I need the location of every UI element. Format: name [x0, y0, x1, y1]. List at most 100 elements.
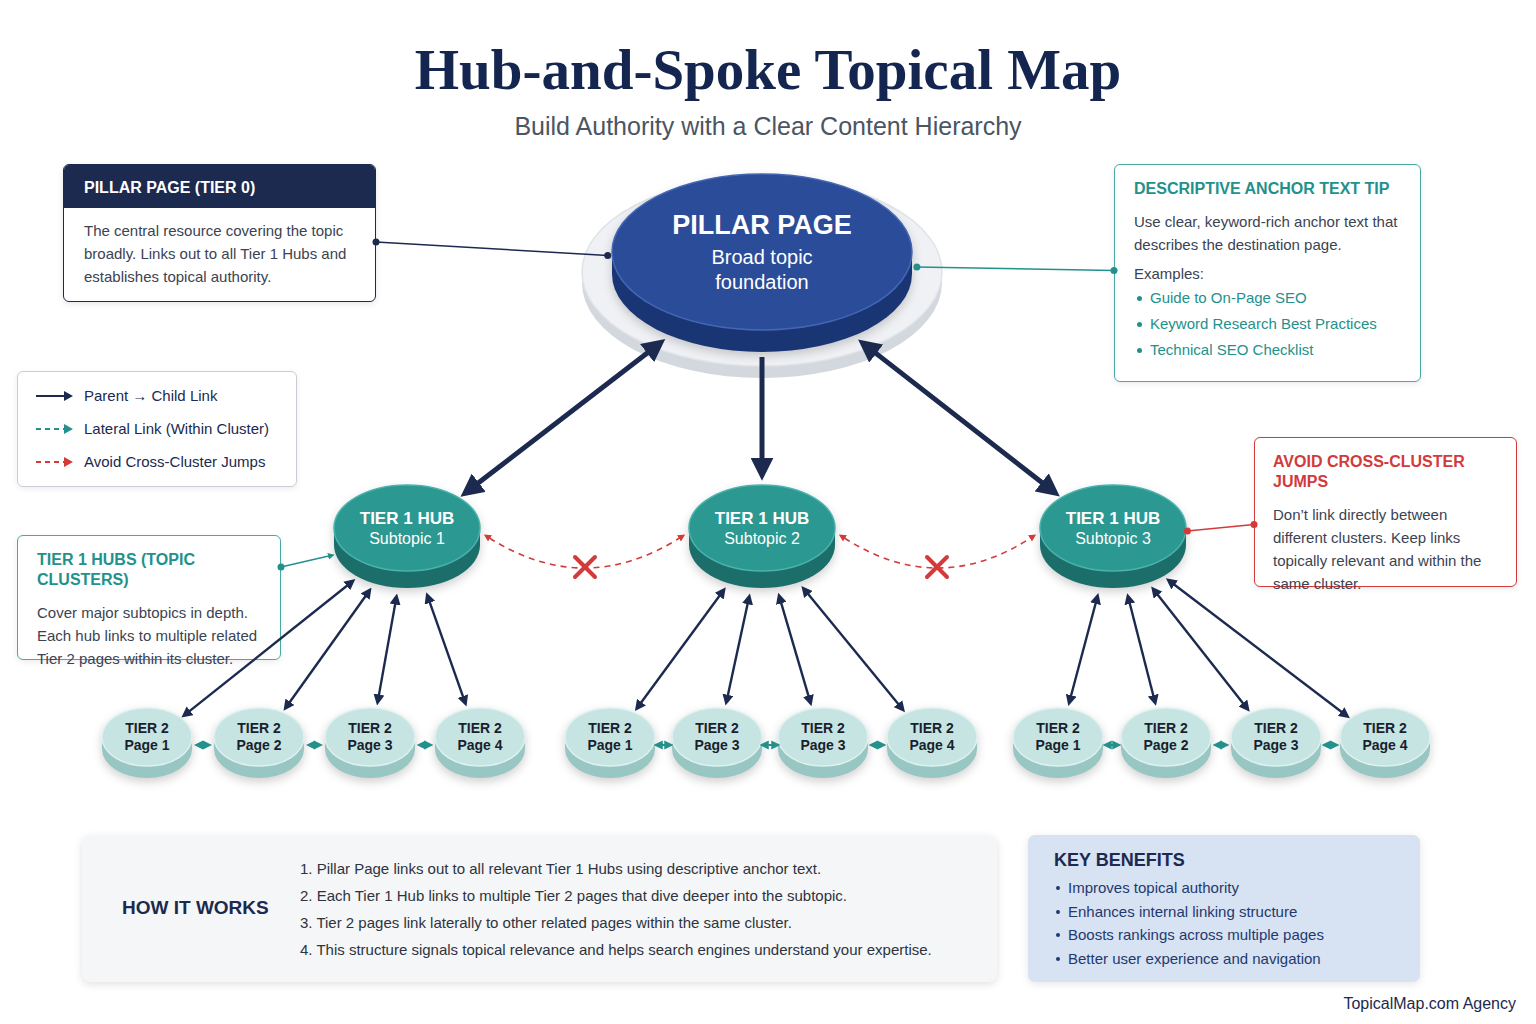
disc-label: TIER 2Page 2: [213, 706, 305, 768]
body-text: The central resource covering the topic …: [64, 208, 375, 299]
leader-dot: [373, 239, 380, 246]
page-text: TIER 2: [588, 720, 632, 737]
page-disc: TIER 2Page 3: [671, 706, 763, 784]
connector-group: [189, 239, 1342, 745]
hub-disc: TIER 1 HUBSubtopic 1: [332, 483, 482, 593]
page-disc: TIER 2Page 1: [1012, 706, 1104, 784]
hub-disc: TIER 1 HUBSubtopic 3: [1038, 483, 1188, 593]
disc-top: [1013, 708, 1103, 766]
legend-entry: Parent → Child Link: [34, 386, 217, 406]
link-arrow: [379, 603, 396, 695]
link-arrow: [1130, 603, 1154, 696]
disc-top: [778, 708, 868, 766]
legend-label: Avoid Cross-Cluster Jumps: [84, 452, 265, 472]
list-item: 4. This structure signals topical releva…: [300, 936, 985, 963]
list-item: Keyword Research Best Practices: [1134, 311, 1401, 337]
link-arrow: [844, 538, 1030, 568]
step-list: 1. Pillar Page links out to all relevant…: [300, 836, 985, 982]
page-text: Page 4: [909, 737, 954, 754]
subtitle-text: Subtopic 2: [724, 529, 800, 549]
list-item: 1. Pillar Page links out to all relevant…: [300, 855, 985, 882]
disc-top: [1040, 485, 1186, 571]
disc-label: TIER 2Page 3: [777, 706, 869, 768]
heading-text: HOW IT WORKS: [122, 896, 269, 920]
link-arrow: [781, 602, 809, 696]
link-arrow: [1174, 584, 1342, 712]
warning-box: AVOID CROSS-CLUSTER JUMPSDon’t link dire…: [1254, 437, 1517, 587]
disc-label: TIER 2Page 4: [1339, 706, 1431, 768]
callout-box: PILLAR PAGE (TIER 0)The central resource…: [63, 164, 376, 302]
page-text: Page 2: [236, 737, 281, 754]
link-arrow: [477, 352, 649, 484]
legend-entry: Avoid Cross-Cluster Jumps: [34, 452, 265, 472]
legend-line: [36, 461, 65, 463]
link-arrow: [424, 744, 426, 746]
page-disc: TIER 2Page 1: [101, 706, 193, 784]
disc-label: TIER 2Page 1: [564, 706, 656, 768]
disc-label: TIER 2Page 4: [886, 706, 978, 768]
page-disc: TIER 2Page 4: [1339, 706, 1431, 784]
link-arrow: [202, 744, 204, 746]
link-arrow: [662, 744, 665, 746]
subtitle-text: Subtopic 3: [1075, 529, 1151, 549]
disc-top: [672, 708, 762, 766]
page-text: Page 1: [587, 737, 632, 754]
page-text: Page 1: [124, 737, 169, 754]
page-disc: TIER 2Page 3: [777, 706, 869, 784]
forbidden-mark: [575, 557, 595, 577]
forbidden-mark: [927, 557, 947, 577]
list-item: Technical SEO Checklist: [1134, 337, 1401, 363]
disc-label: TIER 1 HUBSubtopic 2: [687, 483, 837, 573]
link-arrow: [808, 594, 899, 705]
heading-text: PILLAR PAGE (TIER 0): [64, 165, 375, 208]
legend-arrow-head: [64, 457, 73, 467]
steps-panel: HOW IT WORKS 1. Pillar Page links out to …: [82, 836, 997, 982]
link-arrow: [728, 603, 748, 696]
hub-disc: TIER 1 HUBSubtopic 2: [687, 483, 837, 593]
disc-top: [102, 708, 192, 766]
footer-note: TopicalMap.com Agency: [1343, 994, 1516, 1014]
page-disc: TIER 2Page 2: [1120, 706, 1212, 784]
page-text: TIER 2: [695, 720, 739, 737]
disc-top: [565, 708, 655, 766]
link-arrow: [1330, 744, 1331, 746]
legend-line: [36, 395, 65, 397]
list-item: Boosts rankings across multiple pages: [1054, 923, 1394, 947]
disc-top: [612, 174, 912, 330]
link-arrow: [760, 357, 765, 460]
link-arrow: [1157, 594, 1243, 704]
legend-line-sample: [34, 389, 74, 403]
disc-top: [325, 708, 415, 766]
link-arrow: [1111, 744, 1113, 746]
link-arrow: [489, 538, 679, 568]
list-item: Better user experience and navigation: [1054, 947, 1394, 971]
legend-label: Lateral Link (Within Cluster): [84, 419, 269, 439]
leader-dot: [1251, 521, 1258, 528]
heading-text: TIER 1 HUB: [715, 508, 809, 529]
tip-box: TIER 1 HUBS (TOPIC CLUSTERS)Cover major …: [17, 535, 281, 660]
disc-label: TIER 2Page 3: [1230, 706, 1322, 768]
pillar-disc: PILLAR PAGEBroad topic foundation: [607, 172, 917, 357]
leader-dot: [604, 252, 611, 259]
list-item: 2. Each Tier 1 Hub links to multiple Tie…: [300, 882, 985, 909]
disc-top: [435, 708, 525, 766]
disc-top: [1231, 708, 1321, 766]
link-arrow: [641, 595, 720, 703]
leader-dot: [1184, 527, 1191, 534]
page-text: Page 3: [800, 737, 845, 754]
heading-text: TIER 1 HUBS (TOPIC CLUSTERS): [37, 550, 261, 590]
link-arrow: [189, 585, 347, 711]
link-arrow: [768, 744, 772, 746]
disc-label: TIER 2Page 4: [434, 706, 526, 768]
disc-label: TIER 2Page 2: [1120, 706, 1212, 768]
heading-text: TIER 1 HUB: [1066, 508, 1160, 529]
page-disc: TIER 2Page 2: [213, 706, 305, 784]
heading-text: KEY BENEFITS: [1054, 849, 1394, 871]
disc-top: [1121, 708, 1211, 766]
leader-line: [917, 267, 1114, 270]
legend-line-sample: [34, 455, 74, 469]
disc-top: [689, 485, 835, 571]
page-disc: TIER 2Page 3: [324, 706, 416, 784]
diagram-title: Hub-and-Spoke Topical Map: [0, 40, 1536, 100]
